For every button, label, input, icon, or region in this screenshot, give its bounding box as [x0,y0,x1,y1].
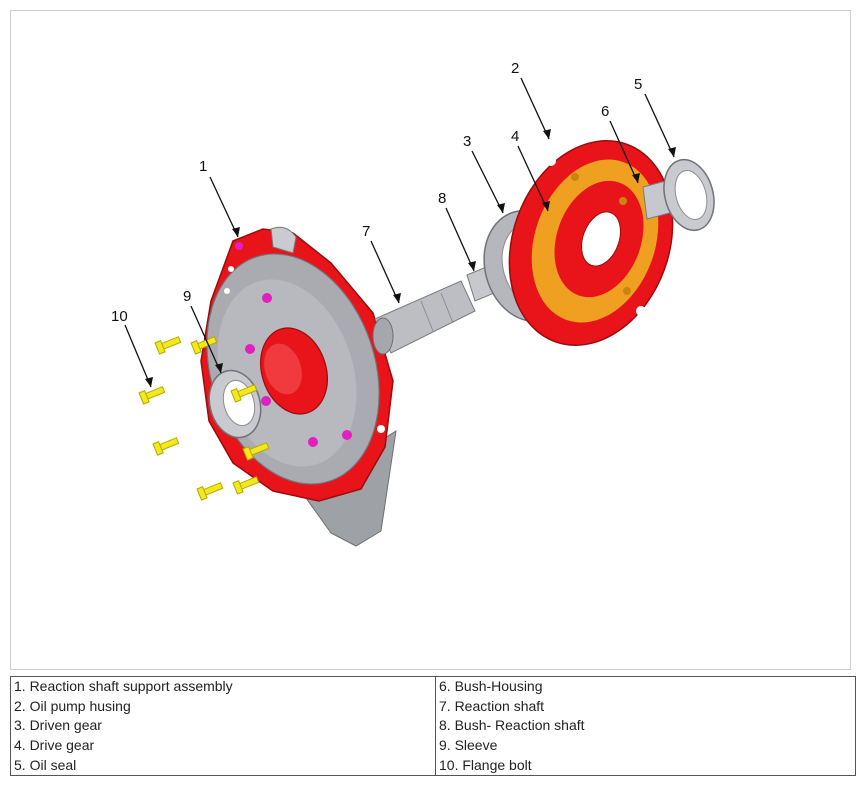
legend-row: 4. Drive gear 9. Sleeve [10,735,856,756]
flange-bolts [138,336,270,501]
flange-bolt [230,384,258,403]
legend-item: 2. Oil pump husing [10,696,436,717]
legend-item: 8. Bush- Reaction shaft [435,716,856,736]
leader-arrowheads [145,129,676,387]
legend-item: 3. Driven gear [10,716,436,736]
legend-item: 5. Oil seal [10,755,436,776]
legend-item: 10. Flange bolt [435,755,856,776]
legend-item: 1. Reaction shaft support assembly [10,676,436,697]
callout-9: 9 [183,288,191,305]
flange-bolt [232,476,260,495]
reaction-shaft [372,280,476,355]
leader-lines [124,77,675,388]
legend-row: 2. Oil pump husing 7. Reaction shaft [10,696,856,717]
exploded-diagram-frame: 1 2 3 4 5 6 7 8 9 10 [10,10,851,670]
legend-row: 5. Oil seal 10. Flange bolt [10,755,856,776]
legend-row: 3. Driven gear 8. Bush- Reaction shaft [10,716,856,736]
callout-5: 5 [634,76,642,93]
oil-pump-housing [508,140,674,346]
callout-1: 1 [199,158,207,175]
flange-bolt [190,336,218,355]
flange-bolt [152,437,180,456]
legend-item: 6. Bush-Housing [435,676,856,697]
flange-bolt [154,336,182,355]
parts-legend-table: 1. Reaction shaft support assembly 6. Bu… [10,676,856,776]
callout-3: 3 [463,133,471,150]
callout-6: 6 [601,103,609,120]
callout-8: 8 [438,190,446,207]
callout-4: 4 [511,128,519,145]
oil-seal [663,158,715,232]
legend-item: 9. Sleeve [435,735,856,756]
flange-bolt [242,442,270,461]
callout-7: 7 [362,223,370,240]
flange-bolt [196,482,224,501]
legend-item: 7. Reaction shaft [435,696,856,717]
callout-10: 10 [111,308,128,325]
callout-2: 2 [511,60,519,77]
legend-row: 1. Reaction shaft support assembly 6. Bu… [10,676,856,697]
legend-item: 4. Drive gear [10,735,436,756]
flange-bolt [138,386,166,405]
oil-pump-exploded-diagram: 1 2 3 4 5 6 7 8 9 10 [111,60,715,547]
